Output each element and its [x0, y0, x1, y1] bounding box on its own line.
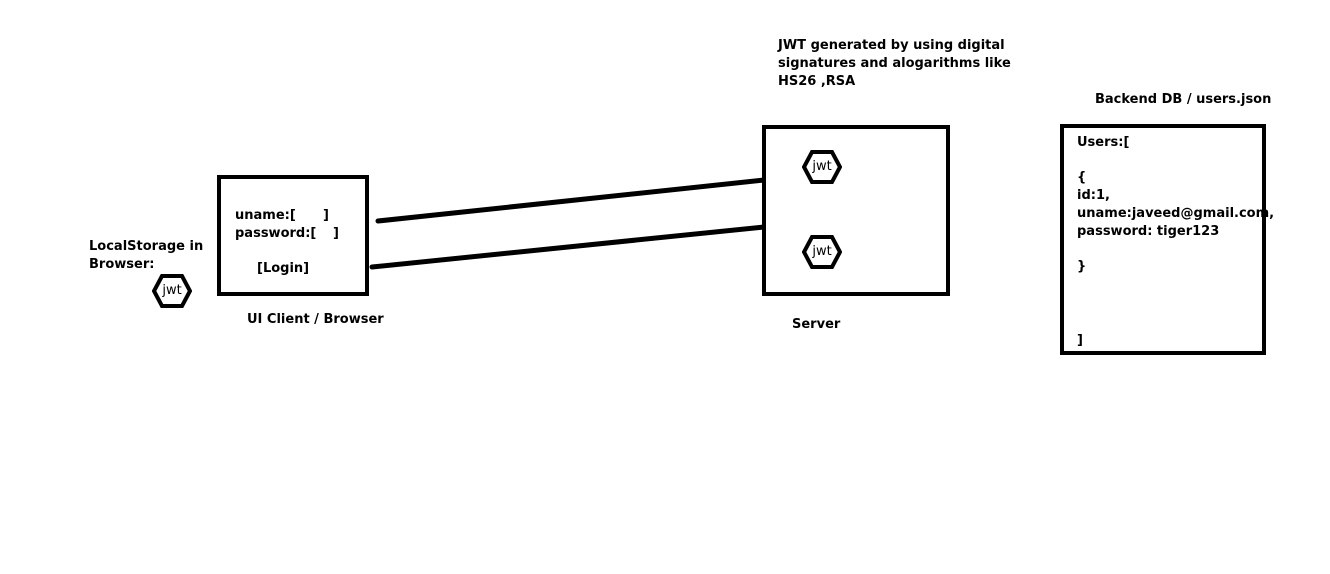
password-field-close: ]	[333, 226, 339, 241]
password-field[interactable]: password:[	[235, 225, 316, 243]
client-caption: UI Client / Browser	[247, 312, 384, 327]
db-content: Users:[ { id:1, uname:javeed@gmail.com, …	[1077, 134, 1274, 276]
localstorage-label: LocalStorage in Browser:	[89, 238, 203, 274]
hexagon-icon	[802, 150, 842, 184]
token-text: jwt	[812, 159, 832, 174]
db-line-id: id:1,	[1077, 188, 1110, 203]
response-arrow-line	[369, 224, 767, 270]
client-box	[217, 175, 369, 296]
db-box	[1060, 124, 1266, 355]
localstorage-label-line1: LocalStorage in	[89, 239, 204, 254]
server-box	[762, 125, 950, 296]
db-line-close-bracket: ]	[1077, 333, 1083, 348]
db-line-password: password: tiger123	[1077, 224, 1220, 239]
db-line-close-brace: }	[1077, 259, 1087, 274]
server-note-line1: JWT generated by using digital	[778, 38, 1005, 53]
password-label: password:[	[235, 226, 317, 241]
server-jwt-token-top: jwt	[802, 150, 842, 184]
token-text: jwt	[812, 244, 832, 259]
uname-field[interactable]: uname:[	[235, 207, 296, 225]
server-note-line2: signatures and alogarithms like	[778, 56, 1011, 71]
db-line-users: Users:[	[1077, 135, 1130, 150]
db-title: Backend DB / users.json	[1095, 92, 1272, 107]
server-jwt-token-bottom: jwt	[802, 235, 842, 269]
uname-label: uname:[	[235, 208, 296, 223]
request-arrow-line	[375, 177, 767, 224]
server-note-line3: HS26 ,RSA	[778, 74, 856, 89]
db-line-uname: uname:javeed@gmail.com,	[1077, 206, 1275, 221]
hexagon-icon	[152, 274, 192, 308]
login-button[interactable]: [Login]	[257, 261, 310, 276]
uname-field-close: ]	[323, 208, 329, 223]
token-text: jwt	[162, 283, 182, 298]
hexagon-icon	[802, 235, 842, 269]
localstorage-jwt-token: jwt	[152, 274, 192, 308]
localstorage-label-line2: Browser:	[89, 257, 155, 272]
server-note: JWT generated by using digital signature…	[778, 37, 1011, 91]
db-line-open-brace: {	[1077, 170, 1087, 185]
server-caption: Server	[792, 317, 841, 332]
